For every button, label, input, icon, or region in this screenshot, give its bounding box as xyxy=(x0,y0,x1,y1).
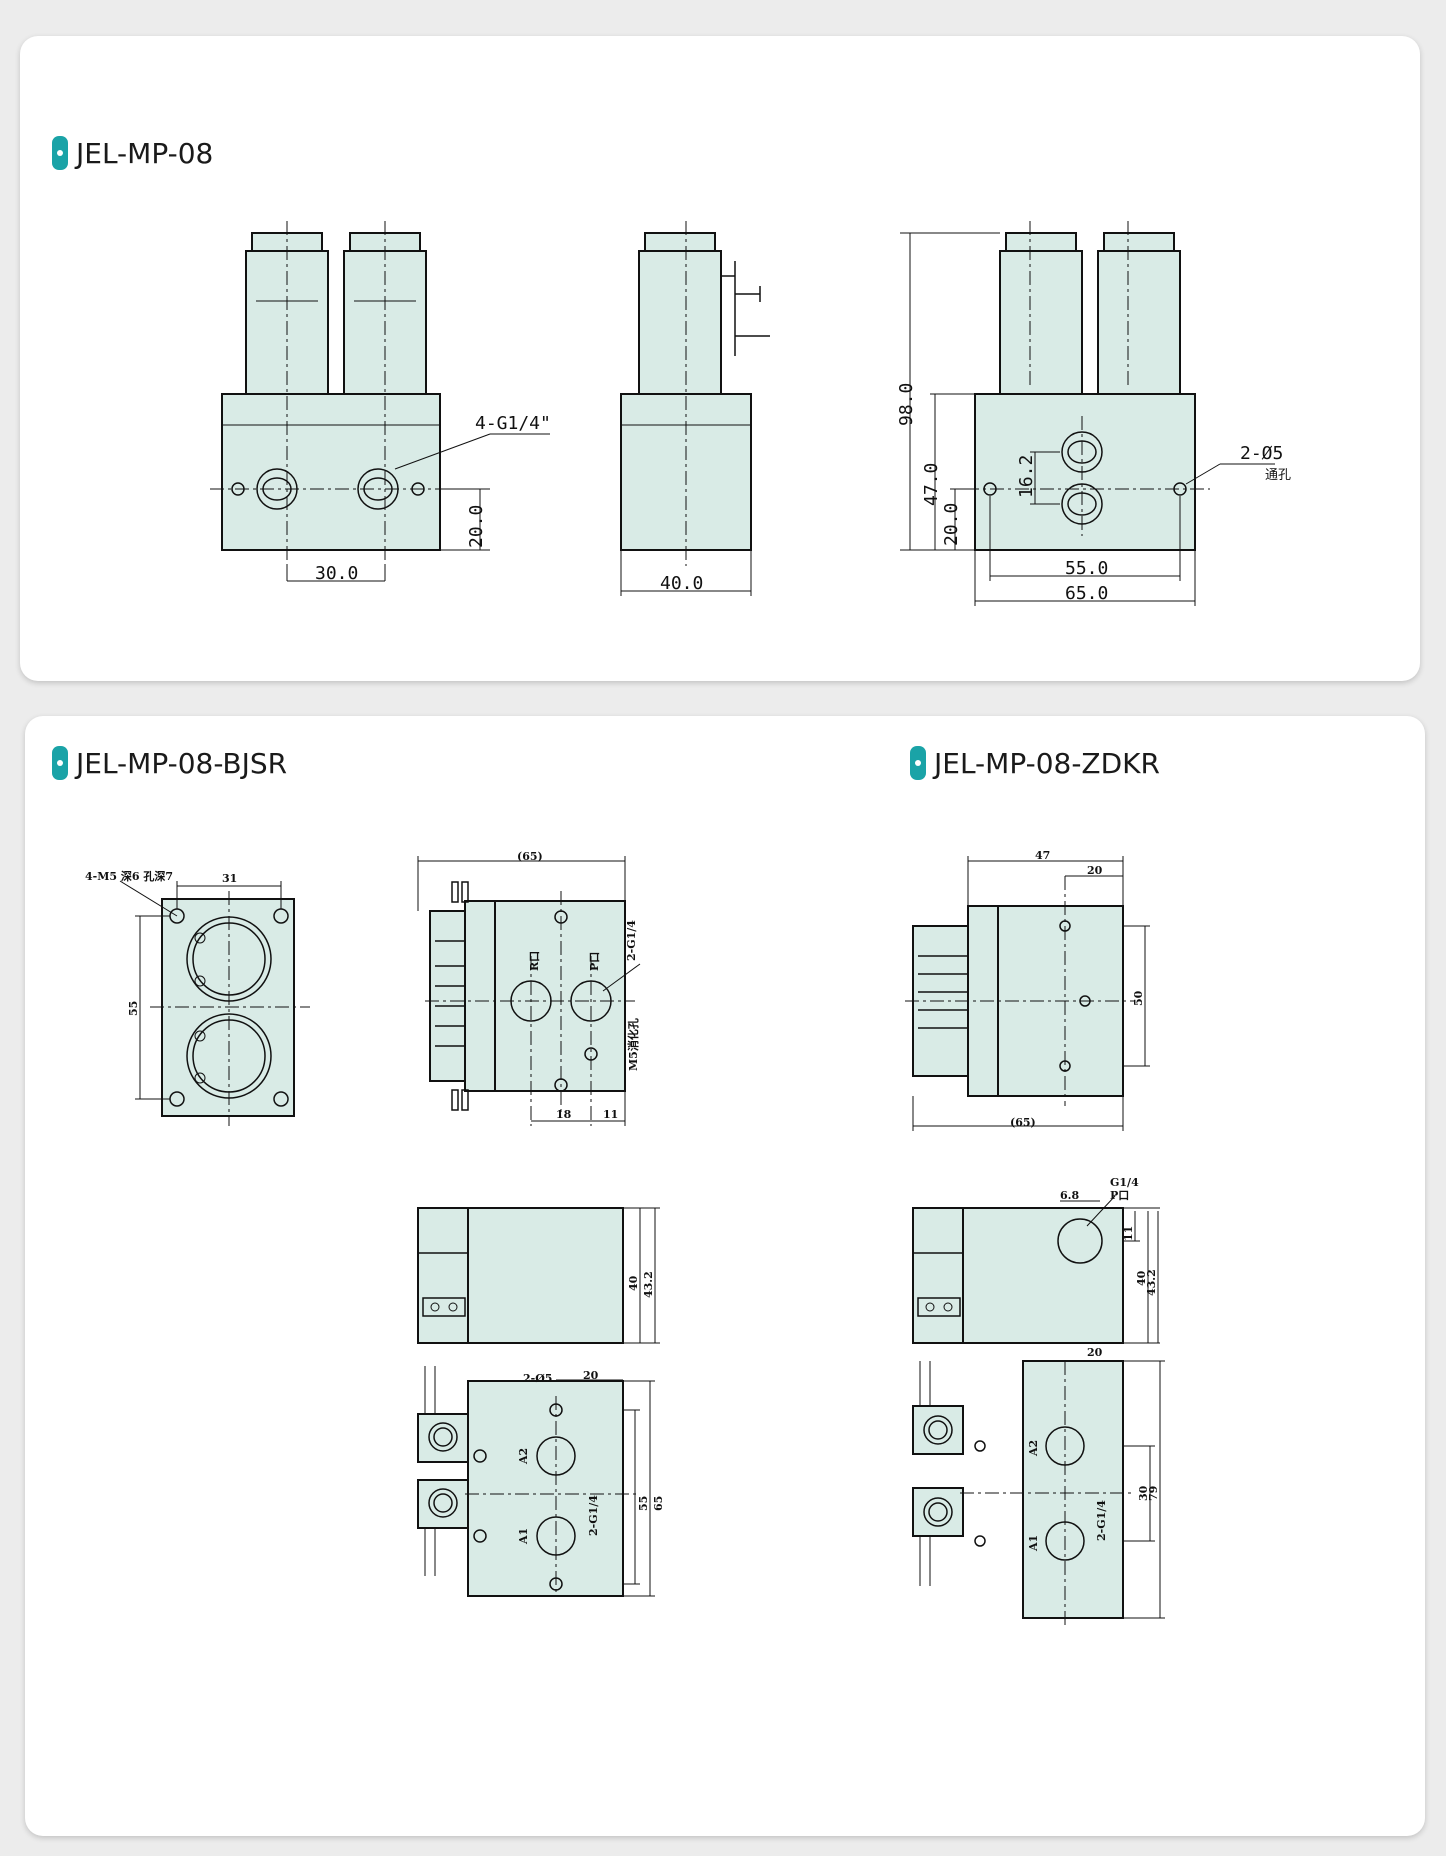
zd-dim-6-8: 6.8 xyxy=(1060,1189,1079,1202)
zdkr-top-view xyxy=(905,856,1150,1131)
model-name: JEL-MP-08-BJSR xyxy=(76,746,288,780)
section-title-zdkr: JEL-MP-08-ZDKR xyxy=(910,746,1160,780)
model-name: JEL-MP-08-ZDKR xyxy=(934,746,1160,780)
label-front-port: 4-G1/4" xyxy=(475,413,551,434)
bj-p-port: P口 xyxy=(588,952,601,971)
bj-dim-40: 40 xyxy=(627,1275,640,1291)
zd-dim-30: 30 xyxy=(1137,1485,1150,1501)
bj-dim-55b: 55 xyxy=(637,1496,650,1511)
drawing-bottom: 4-M5 深6 孔深7 31 55 xyxy=(85,849,1165,1626)
front-view xyxy=(210,221,550,582)
hole-through: 通孔 xyxy=(1265,468,1291,483)
title-badge-icon xyxy=(52,746,68,780)
bjsr-mount-plate xyxy=(119,880,310,1126)
title-badge-icon xyxy=(910,746,926,780)
side-view xyxy=(620,221,770,596)
dim-16-2: 16.2 xyxy=(1016,455,1037,498)
zd-dim-79: 79 xyxy=(1147,1486,1160,1501)
bj-dim-43-2: 43.2 xyxy=(642,1271,655,1298)
dim-20a: 20.0 xyxy=(466,505,487,548)
zd-dim-11: 11 xyxy=(1122,1226,1135,1241)
bj-dim-65b: 65 xyxy=(652,1496,665,1511)
card-top-jel-mp-08: JEL-MP-08 xyxy=(20,36,1420,681)
bjsr-side-view xyxy=(417,1207,660,1344)
zd-dim-47: 47 xyxy=(1035,849,1050,862)
bj-g14: 2-G1/4 xyxy=(587,1495,600,1536)
bj-exhaust: M5消化孔 xyxy=(626,1018,640,1071)
zd-g14: G1/4 xyxy=(1110,1176,1139,1189)
bj-dim-55: 55 xyxy=(127,1001,140,1016)
bj-dim-20: 20 xyxy=(583,1369,599,1382)
bj-dim-65p: (65) xyxy=(517,850,543,863)
dim-98: 98.0 xyxy=(896,383,917,426)
zd-dim-40: 40 xyxy=(1135,1270,1148,1286)
title-badge-icon xyxy=(52,136,68,170)
dim-65: 65.0 xyxy=(1065,583,1108,604)
zd-dim-20: 20 xyxy=(1087,864,1103,877)
bj-mount-spec: 4-M5 深6 孔深7 xyxy=(85,869,173,883)
bj-r-port: R口 xyxy=(528,951,541,971)
zd-a1: A1 xyxy=(1027,1535,1040,1552)
bjsr-top-view xyxy=(417,856,641,1126)
section-title-top: JEL-MP-08 xyxy=(52,136,213,170)
zd-dim-20b: 20 xyxy=(1087,1346,1103,1359)
zdkr-bottom-view xyxy=(912,1360,1165,1626)
bj-d5: 2-Ø5 xyxy=(523,1372,552,1385)
bj-dim-18: 18 xyxy=(556,1108,572,1121)
dim-40: 40.0 xyxy=(660,573,703,594)
dim-30: 30.0 xyxy=(315,563,358,584)
dim-47: 47.0 xyxy=(921,463,942,506)
section-title-bjsr: JEL-MP-08-BJSR xyxy=(52,746,287,780)
bj-a2: A2 xyxy=(517,1448,530,1465)
zd-dim-43-2: 43.2 xyxy=(1145,1269,1158,1296)
dim-55: 55.0 xyxy=(1065,558,1108,579)
bj-dim-11: 11 xyxy=(603,1108,618,1121)
zd-p-port: P口 xyxy=(1110,1189,1129,1202)
rear-view xyxy=(900,221,1275,606)
bj-dim-31: 31 xyxy=(222,872,237,885)
zd-a2: A2 xyxy=(1027,1440,1040,1457)
dim-20b: 20.0 xyxy=(941,503,962,546)
bj-port: 2-G1/4 xyxy=(625,920,638,961)
drawing-top: 4-G1/4" 30.0 20.0 40.0 xyxy=(210,221,1291,606)
bjsr-bottom-view xyxy=(417,1366,655,1597)
zdkr-side-view xyxy=(912,1195,1160,1344)
zd-g14b: 2-G1/4 xyxy=(1095,1500,1108,1541)
hole-spec: 2-Ø5 xyxy=(1240,443,1283,464)
zd-dim-50: 50 xyxy=(1132,990,1145,1006)
card-bottom-variants: JEL-MP-08-BJSR JEL-MP-08-ZDKR xyxy=(25,716,1425,1836)
zd-dim-65p: (65) xyxy=(1010,1116,1036,1129)
model-name: JEL-MP-08 xyxy=(76,136,214,170)
bj-a1: A1 xyxy=(517,1528,530,1545)
